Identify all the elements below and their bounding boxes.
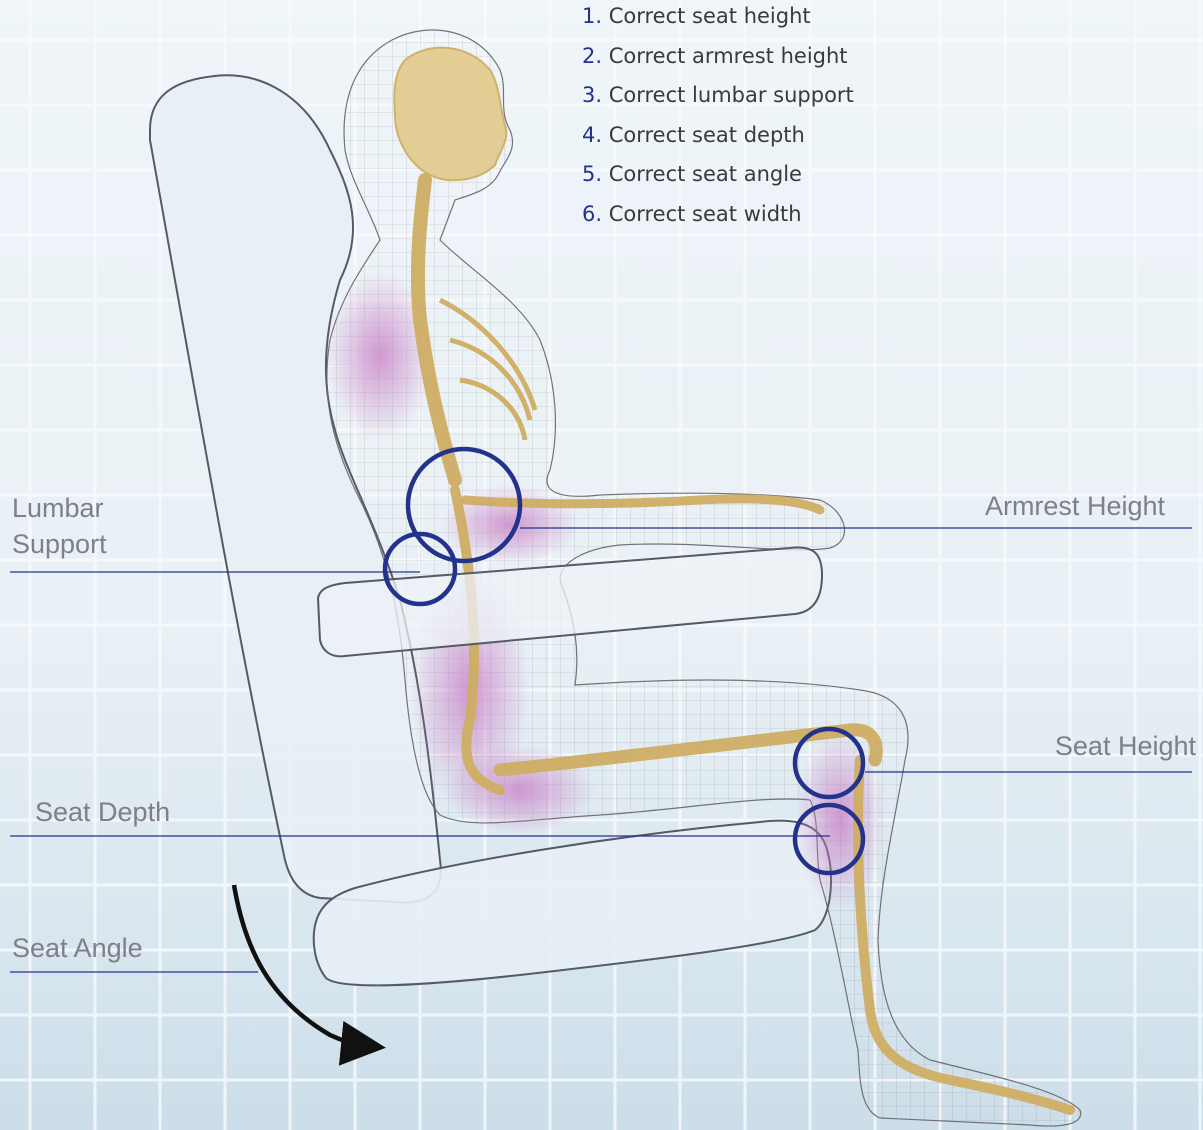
criteria-item: 1. Correct seat height [582, 2, 854, 42]
armrest-height-label: Armrest Height [985, 488, 1165, 524]
criteria-text: Correct seat depth [609, 123, 805, 147]
criteria-text: Correct lumbar support [609, 83, 854, 107]
criteria-item: 2. Correct armrest height [582, 42, 854, 82]
criteria-text: Correct armrest height [609, 44, 848, 68]
lumbar-label-line2: Support [12, 526, 107, 562]
criteria-list: 1. Correct seat height 2. Correct armres… [582, 2, 854, 240]
criteria-number: 5. [582, 162, 602, 186]
seat-depth-label: Seat Depth [35, 794, 170, 830]
criteria-item: 3. Correct lumbar support [582, 81, 854, 121]
lumbar-support-label: Lumbar Support [12, 490, 107, 562]
criteria-text: Correct seat width [609, 202, 802, 226]
criteria-number: 4. [582, 123, 602, 147]
criteria-item: 4. Correct seat depth [582, 121, 854, 161]
seat-angle-label: Seat Angle [12, 930, 143, 966]
lumbar-label-line1: Lumbar [12, 490, 107, 526]
criteria-text: Correct seat height [609, 4, 811, 28]
seat-height-label: Seat Height [1055, 728, 1196, 764]
criteria-item: 6. Correct seat width [582, 200, 854, 240]
criteria-number: 6. [582, 202, 602, 226]
criteria-item: 5. Correct seat angle [582, 160, 854, 200]
criteria-number: 1. [582, 4, 602, 28]
criteria-text: Correct seat angle [609, 162, 802, 186]
criteria-number: 3. [582, 83, 602, 107]
criteria-number: 2. [582, 44, 602, 68]
